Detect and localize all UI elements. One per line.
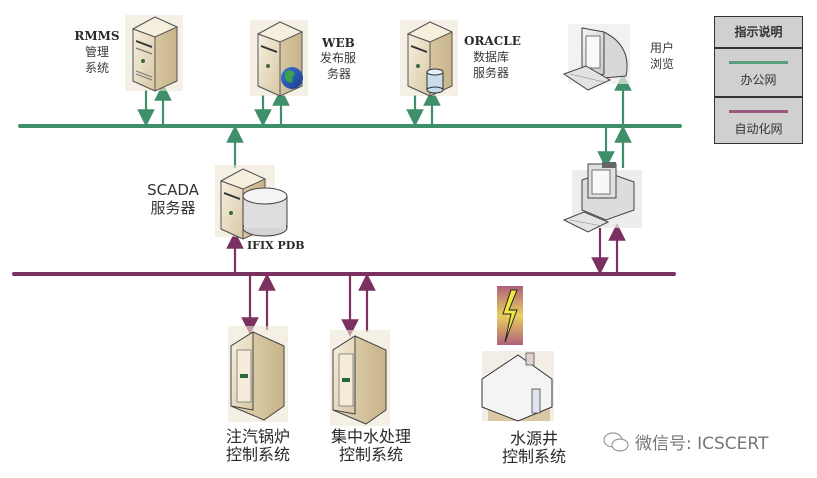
rmms-subtitle-1: 管理 (84, 45, 109, 59)
legend-swatch-office (729, 61, 788, 64)
web-subtitle-2: 务器 (327, 67, 352, 81)
oracle-subtitle-1: 数据库 (473, 50, 510, 64)
rmms-title: RMMS (74, 29, 120, 43)
house-icon[interactable] (481, 351, 554, 422)
user-browse-label-1: 用户 (650, 41, 675, 55)
watermark: 微信号: ICSCERT (603, 429, 768, 454)
water-treatment-label-2: 控制系统 (338, 445, 403, 464)
boiler-cabinet-icon[interactable] (228, 326, 288, 422)
web-subtitle-1: 发布服 (320, 51, 357, 65)
legend-label-automation: 自动化网 (734, 122, 783, 136)
wechat-icon (603, 431, 629, 452)
water-treatment-cabinet-icon[interactable] (330, 330, 390, 426)
automation-links (226, 223, 626, 337)
scada-subtitle: 服务器 (150, 199, 196, 217)
oracle-title: ORACLE (464, 34, 521, 48)
water-treatment-label-1: 集中水处理 (330, 427, 411, 446)
server-tower-icon[interactable] (125, 15, 183, 92)
legend-label-office: 办公网 (740, 73, 777, 87)
lightning-icon (497, 286, 523, 345)
boiler-label-2: 控制系统 (225, 445, 290, 464)
legend-title: 指示说明 (715, 17, 802, 49)
oracle-subtitle-2: 服务器 (473, 66, 510, 80)
scada-database-icon (242, 187, 288, 237)
rmms-subtitle-2: 系统 (84, 61, 109, 75)
well-label-1: 水源井 (509, 429, 558, 448)
legend-item-automation: 自动化网 (715, 98, 802, 143)
server-globe-icon[interactable] (250, 20, 308, 97)
server-database-icon[interactable] (400, 20, 458, 97)
watermark-text: 微信号: ICSCERT (635, 434, 769, 454)
web-title: WEB (322, 36, 355, 50)
office-links (137, 73, 632, 169)
boiler-label-1: 注汽锅炉 (225, 427, 290, 446)
user-browse-label-2: 浏览 (650, 57, 675, 71)
scada-title: SCADA (147, 181, 199, 199)
legend: 指示说明 办公网 自动化网 (714, 16, 803, 144)
legend-swatch-automation (729, 110, 788, 113)
scada-db-label: IFIX PDB (247, 239, 305, 252)
computer-monitor-icon[interactable] (562, 24, 630, 91)
legend-item-office: 办公网 (715, 49, 802, 98)
workstation-icon[interactable] (562, 162, 642, 233)
well-label-2: 控制系统 (501, 447, 566, 466)
